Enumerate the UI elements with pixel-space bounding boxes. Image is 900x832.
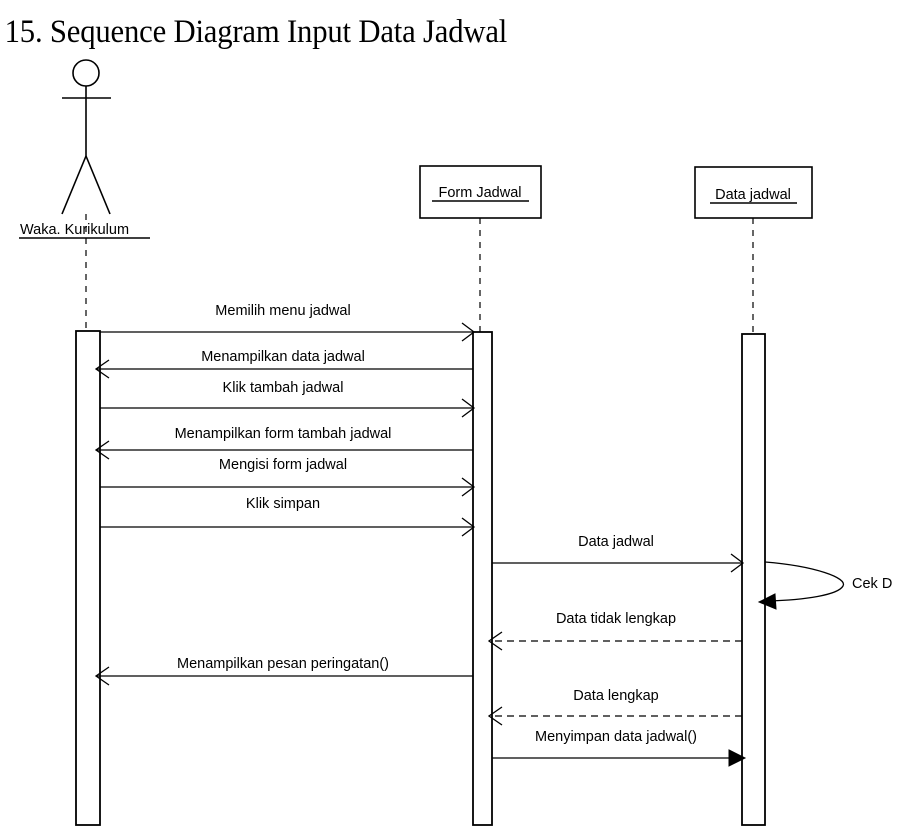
message-label: Klik tambah jadwal bbox=[223, 380, 344, 396]
message-label: Menampilkan form tambah jadwal bbox=[175, 426, 392, 442]
message-klik-simpan[interactable]: Klik simpan bbox=[100, 496, 476, 537]
message-label: Memilih menu jadwal bbox=[215, 303, 350, 319]
message-label: Menyimpan data jadwal() bbox=[535, 729, 697, 745]
message-label: Mengisi form jadwal bbox=[219, 457, 347, 473]
arrowhead-open-icon bbox=[487, 631, 503, 651]
arrowhead-open-icon bbox=[487, 706, 503, 726]
activation-bar-actor bbox=[75, 330, 101, 826]
message-label: Menampilkan data jadwal bbox=[201, 349, 365, 365]
message-menampilkan-pesan-peringatan[interactable]: Menampilkan pesan peringatan() bbox=[94, 656, 473, 686]
actor-head-icon bbox=[72, 59, 100, 87]
message-label: Cek D bbox=[852, 576, 892, 592]
actor-leg-right-icon bbox=[85, 155, 111, 215]
message-data-jadwal[interactable]: Data jadwal bbox=[492, 534, 745, 573]
page-title: 15. Sequence Diagram Input Data Jadwal bbox=[5, 13, 508, 49]
message-label: Data lengkap bbox=[573, 688, 658, 704]
activation-bar-data-jadwal bbox=[741, 333, 766, 826]
arrowhead-open-icon bbox=[94, 359, 110, 379]
message-label: Data jadwal bbox=[578, 534, 654, 550]
message-data-tidak-lengkap[interactable]: Data tidak lengkap bbox=[487, 611, 742, 651]
arrowhead-filled-icon bbox=[757, 593, 777, 610]
message-label: Klik simpan bbox=[246, 496, 320, 512]
participant-data-jadwal[interactable]: Data jadwal bbox=[694, 166, 813, 219]
message-memilih-menu-jadwal[interactable]: Memilih menu jadwal bbox=[100, 303, 476, 342]
form-jadwal-box bbox=[419, 165, 542, 219]
arrowhead-open-icon bbox=[461, 322, 476, 342]
data-jadwal-label: Data jadwal bbox=[715, 187, 791, 203]
self-loop-line bbox=[764, 561, 845, 602]
participant-form-jadwal[interactable]: Form Jadwal bbox=[419, 165, 542, 219]
form-jadwal-label: Form Jadwal bbox=[439, 185, 522, 201]
arrowhead-open-icon bbox=[94, 666, 110, 686]
arrowhead-filled-icon bbox=[728, 749, 747, 767]
message-cek-data-self-loop[interactable]: Cek D bbox=[757, 561, 892, 610]
message-label: Data tidak lengkap bbox=[556, 611, 676, 627]
message-menampilkan-form-tambah-jadwal[interactable]: Menampilkan form tambah jadwal bbox=[94, 426, 473, 460]
message-menyimpan-data-jadwal[interactable]: Menyimpan data jadwal() bbox=[492, 729, 747, 767]
activation-bar-form-jadwal bbox=[472, 331, 493, 826]
arrowhead-open-icon bbox=[461, 398, 476, 418]
data-jadwal-box bbox=[694, 166, 813, 219]
actor-label: Waka. Kurikulum bbox=[20, 222, 129, 238]
message-menampilkan-data-jadwal[interactable]: Menampilkan data jadwal bbox=[94, 349, 473, 379]
message-mengisi-form-jadwal[interactable]: Mengisi form jadwal bbox=[100, 457, 476, 497]
arrowhead-open-icon bbox=[461, 477, 476, 497]
arrowhead-open-icon bbox=[730, 553, 745, 573]
message-klik-tambah-jadwal[interactable]: Klik tambah jadwal bbox=[100, 380, 476, 418]
arrowhead-open-icon bbox=[94, 440, 110, 460]
participant-actor[interactable]: Waka. Kurikulum bbox=[19, 59, 150, 239]
actor-leg-left-icon bbox=[61, 155, 87, 215]
arrowhead-open-icon bbox=[461, 517, 476, 537]
message-data-lengkap[interactable]: Data lengkap bbox=[487, 688, 742, 726]
message-label: Menampilkan pesan peringatan() bbox=[177, 656, 389, 672]
